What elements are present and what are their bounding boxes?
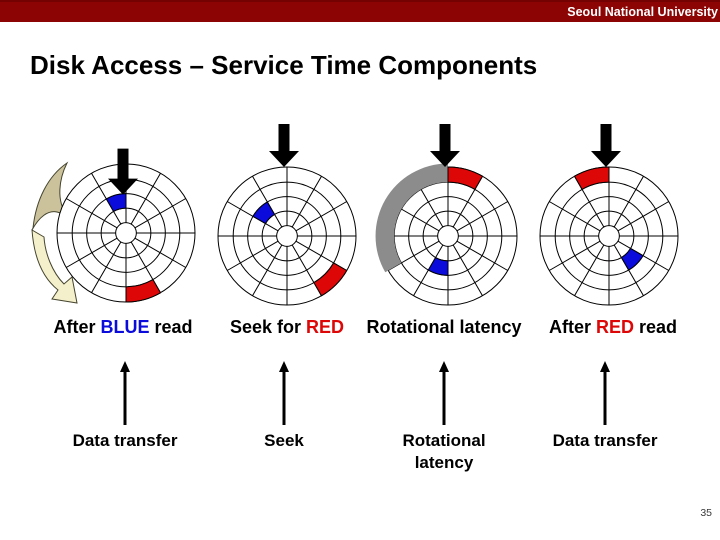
red-sector bbox=[447, 166, 484, 191]
disk-grid bbox=[539, 166, 679, 306]
stage-label-1: After BLUE read bbox=[53, 317, 192, 338]
timeline-label-4: Data transfer bbox=[553, 430, 658, 452]
stage-label-part: Rotational latency bbox=[366, 317, 522, 337]
timeline-up-arrow-icon bbox=[439, 361, 449, 425]
page-number: 35 bbox=[700, 507, 712, 519]
timeline-label-line: latency bbox=[414, 453, 474, 472]
timeline-up-arrow-icon bbox=[120, 361, 130, 425]
stage-label-part: Seek for bbox=[229, 317, 307, 337]
stage-label-2: Seek for RED bbox=[230, 317, 344, 338]
stage-label-part: read bbox=[634, 317, 678, 337]
blue-sector bbox=[427, 256, 449, 276]
stage-label-part: BLUE bbox=[100, 317, 150, 337]
blue-sector bbox=[105, 193, 127, 213]
disk-rotational-latency bbox=[375, 124, 518, 306]
rotation-arrow-tail bbox=[31, 161, 69, 231]
red-sector bbox=[573, 166, 610, 191]
head-arrow-icon bbox=[269, 124, 299, 167]
top-bar: Seoul National University bbox=[0, 0, 720, 22]
timeline-label-3: Rotational latency bbox=[402, 430, 485, 474]
rotational-latency-arc bbox=[375, 163, 448, 273]
rotation-arrow-icon bbox=[31, 161, 78, 304]
head-arrow-icon bbox=[591, 124, 621, 167]
stage-label-part: After bbox=[53, 317, 101, 337]
red-sector bbox=[313, 262, 348, 297]
red-sector bbox=[125, 278, 162, 303]
disk-after-blue-read bbox=[31, 148, 196, 304]
timeline-up-arrow-icon bbox=[600, 361, 610, 425]
timeline-label-line: Rotational bbox=[402, 431, 486, 450]
timeline-label-1: Data transfer bbox=[73, 430, 178, 452]
disk-diagram bbox=[31, 124, 679, 306]
timeline-label-2: Seek bbox=[264, 430, 304, 452]
timeline-up-arrow-icon bbox=[279, 361, 289, 425]
blue-sector bbox=[252, 201, 276, 225]
stage-label-3: Rotational latency bbox=[366, 317, 521, 338]
timeline-label-line: Data transfer bbox=[552, 431, 658, 450]
stage-label-4: After RED read bbox=[549, 317, 677, 338]
disk-grid bbox=[217, 166, 357, 306]
disk-after-red-read bbox=[539, 124, 679, 306]
rotation-arrow-head bbox=[31, 229, 78, 304]
stage-label-part: read bbox=[149, 317, 193, 337]
blue-sector bbox=[620, 247, 644, 271]
stage-label-part: RED bbox=[595, 317, 634, 337]
university-name: Seoul National University bbox=[567, 5, 718, 19]
timeline-label-line: Data transfer bbox=[72, 431, 178, 450]
head-arrow-icon bbox=[108, 148, 138, 195]
stage-label-part: RED bbox=[306, 317, 345, 337]
timeline-arrows bbox=[120, 361, 610, 425]
head-arrow-icon bbox=[430, 124, 460, 167]
timeline-label-line: Seek bbox=[264, 431, 304, 450]
disk-seek-for-red bbox=[217, 124, 357, 306]
page-title: Disk Access – Service Time Components bbox=[30, 50, 538, 80]
stage-label-part: After bbox=[548, 317, 596, 337]
